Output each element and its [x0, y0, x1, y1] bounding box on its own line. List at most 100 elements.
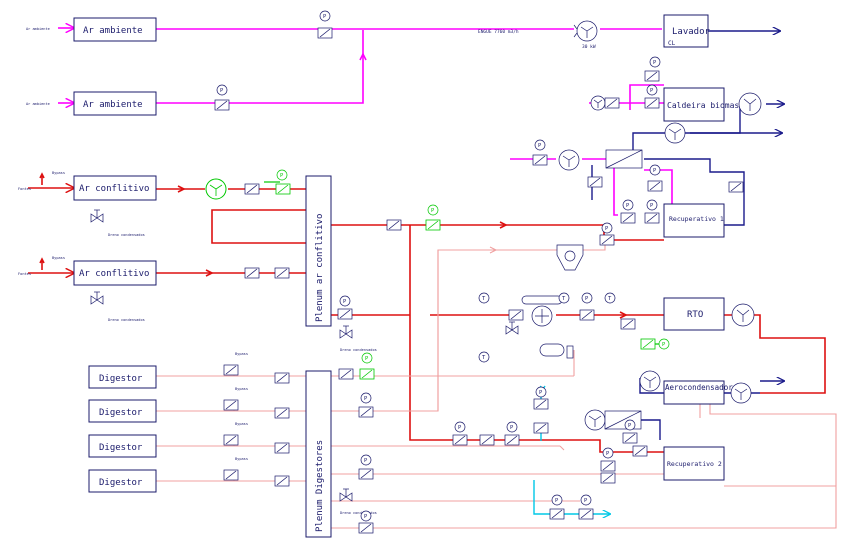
- analyzer-damper-icon[interactable]: [275, 183, 291, 195]
- damper-icon[interactable]: [533, 398, 549, 410]
- drain-valve-icon[interactable]: [90, 209, 104, 223]
- instrument-icon[interactable]: P: [427, 204, 439, 216]
- damper-icon[interactable]: [508, 309, 524, 321]
- instrument-icon[interactable]: P: [360, 510, 372, 522]
- damper-icon[interactable]: [479, 434, 495, 446]
- instrument-icon[interactable]: T: [558, 292, 570, 304]
- fan-recuperativo-2-in[interactable]: [584, 409, 606, 431]
- fan-aero-top[interactable]: [639, 370, 661, 392]
- damper-icon[interactable]: [644, 70, 660, 82]
- fan-conflitivo[interactable]: [205, 178, 227, 200]
- damper-icon[interactable]: [274, 372, 290, 384]
- damper-icon[interactable]: [579, 309, 595, 321]
- instrument-icon[interactable]: P: [649, 164, 661, 176]
- box-recuperativo-1[interactable]: Recuperativo 1: [663, 203, 725, 238]
- instrument-icon[interactable]: P: [319, 10, 331, 22]
- damper-icon[interactable]: [620, 212, 636, 224]
- drain-valve-icon[interactable]: [339, 325, 353, 339]
- damper-icon[interactable]: [274, 267, 290, 279]
- damper-icon[interactable]: [533, 422, 549, 434]
- damper-icon[interactable]: [223, 399, 239, 411]
- instrument-icon[interactable]: P: [534, 139, 546, 151]
- box-digestor-3[interactable]: Digestor: [88, 434, 157, 458]
- damper-icon[interactable]: [223, 434, 239, 446]
- damper-icon[interactable]: [604, 97, 620, 109]
- instrument-icon[interactable]: P: [361, 352, 373, 364]
- box-ar-ambiente-2[interactable]: Ar ambiente: [73, 91, 157, 116]
- damper-icon[interactable]: [504, 434, 520, 446]
- drain-valve-icon[interactable]: [339, 488, 353, 502]
- box-ar-ambiente-1[interactable]: Ar ambiente: [73, 17, 157, 42]
- box-rto[interactable]: RTO: [663, 297, 725, 331]
- fan-caldeira-in[interactable]: [590, 95, 606, 111]
- damper-icon[interactable]: [244, 183, 260, 195]
- damper-icon[interactable]: [532, 154, 548, 166]
- analyzer-damper-icon[interactable]: [640, 338, 656, 350]
- instrument-icon[interactable]: P: [658, 338, 670, 350]
- instrument-icon[interactable]: P: [624, 419, 636, 431]
- drain-valve-icon[interactable]: [505, 321, 519, 335]
- damper-icon[interactable]: [358, 406, 374, 418]
- instrument-icon[interactable]: P: [339, 295, 351, 307]
- damper-icon[interactable]: [223, 364, 239, 376]
- box-caldeira-biomassa[interactable]: Caldeira biomassa: [663, 87, 749, 122]
- instrument-icon[interactable]: P: [602, 447, 614, 459]
- damper-icon[interactable]: [644, 212, 660, 224]
- damper-icon[interactable]: [549, 508, 565, 520]
- damper-icon[interactable]: [600, 472, 616, 484]
- damper-icon[interactable]: [728, 181, 744, 193]
- box-recuperativo-2[interactable]: Recuperativo 2: [663, 446, 725, 481]
- analyzer-damper-icon[interactable]: [425, 219, 441, 231]
- box-digestor-2[interactable]: Digestor: [88, 399, 157, 423]
- damper-icon[interactable]: [622, 432, 638, 444]
- damper-icon[interactable]: [337, 308, 353, 320]
- instrument-icon[interactable]: P: [216, 84, 228, 96]
- fan-caldeira[interactable]: [738, 92, 762, 116]
- damper-icon[interactable]: [578, 508, 594, 520]
- instrument-icon[interactable]: P: [601, 222, 613, 234]
- instrument-icon[interactable]: P: [646, 199, 658, 211]
- damper-icon[interactable]: [358, 522, 374, 534]
- damper-icon[interactable]: [647, 180, 663, 192]
- damper-icon[interactable]: [632, 445, 648, 457]
- box-aerocondensador[interactable]: Aerocondensador: [663, 380, 733, 405]
- instrument-icon[interactable]: P: [506, 421, 518, 433]
- instrument-icon[interactable]: T: [478, 292, 490, 304]
- box-lavador[interactable]: Lavador CL: [663, 14, 711, 48]
- box-ar-conflitivo-1[interactable]: Ar conflitivo: [73, 175, 157, 201]
- damper-icon[interactable]: [644, 97, 660, 109]
- box-digestor-4[interactable]: Digestor: [88, 469, 157, 493]
- damper-icon[interactable]: [317, 27, 333, 39]
- fan-top-exhaust[interactable]: [664, 122, 686, 144]
- box-ar-conflitivo-2[interactable]: Ar conflitivo: [73, 260, 157, 286]
- fan-rto[interactable]: [731, 303, 755, 327]
- damper-icon[interactable]: [223, 469, 239, 481]
- instrument-icon[interactable]: P: [649, 56, 661, 68]
- fan-recuperativo-1-in[interactable]: [558, 149, 580, 171]
- instrument-icon[interactable]: P: [454, 421, 466, 433]
- box-digestor-1[interactable]: Digestor: [88, 365, 157, 389]
- damper-icon[interactable]: [338, 368, 354, 380]
- damper-icon[interactable]: [244, 267, 260, 279]
- box-plenum-ar-conflitivo[interactable]: Plenum ar conflitivo: [305, 175, 332, 327]
- damper-icon[interactable]: [599, 234, 615, 246]
- damper-icon[interactable]: [214, 99, 230, 111]
- fan-main[interactable]: [573, 20, 598, 42]
- instrument-icon[interactable]: P: [646, 84, 658, 96]
- drain-valve-icon[interactable]: [90, 291, 104, 305]
- damper-icon[interactable]: [386, 219, 402, 231]
- instrument-icon[interactable]: T: [604, 292, 616, 304]
- damper-icon[interactable]: [274, 475, 290, 487]
- fan-aero-out[interactable]: [730, 382, 752, 404]
- analyzer-damper-icon[interactable]: [359, 368, 375, 380]
- instrument-icon[interactable]: P: [622, 199, 634, 211]
- instrument-icon[interactable]: P: [360, 454, 372, 466]
- instrument-icon[interactable]: P: [535, 386, 547, 398]
- box-plenum-digestores[interactable]: Plenum Digestores: [305, 370, 332, 538]
- instrument-icon[interactable]: P: [360, 392, 372, 404]
- damper-icon[interactable]: [358, 468, 374, 480]
- instrument-icon[interactable]: P: [551, 494, 563, 506]
- damper-icon[interactable]: [587, 176, 603, 188]
- instrument-icon[interactable]: P: [580, 494, 592, 506]
- instrument-icon[interactable]: P: [276, 169, 288, 181]
